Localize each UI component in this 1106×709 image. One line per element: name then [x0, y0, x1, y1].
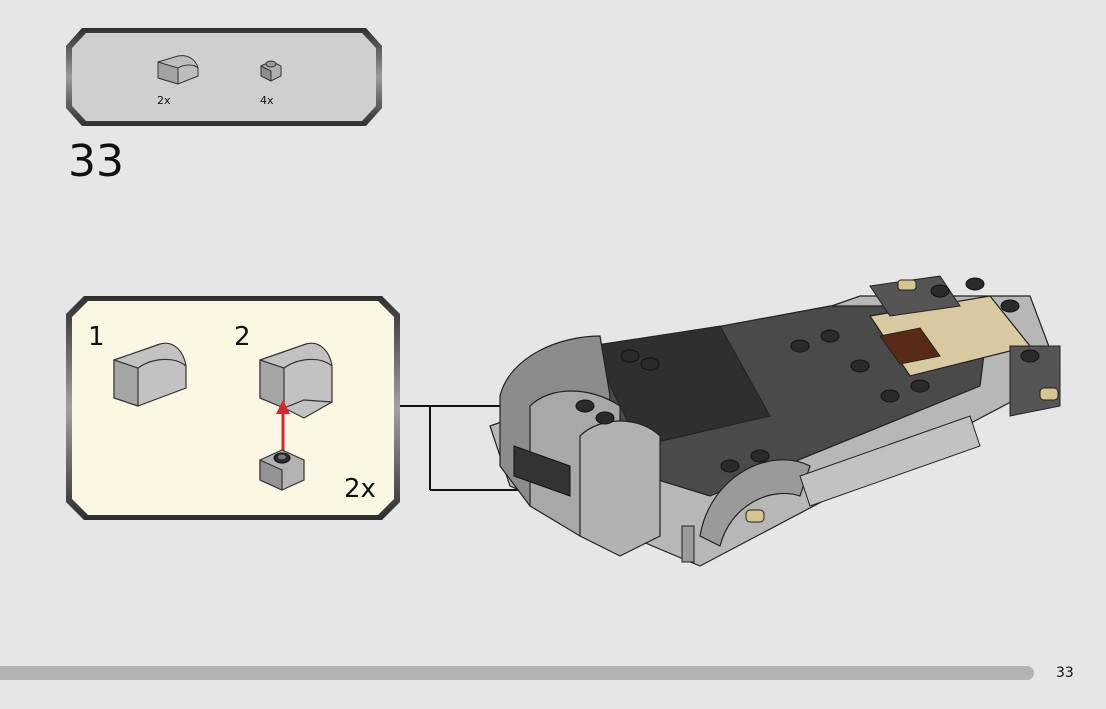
step2-1x1-plate-icon	[259, 449, 305, 491]
part-qty-slope: 2x	[157, 94, 171, 107]
sub-step-1-number: 1	[88, 322, 105, 352]
parts-list-frame	[66, 28, 382, 126]
part-qty-plate: 4x	[260, 94, 274, 107]
step2-slope-brick-icon	[259, 342, 333, 419]
step-number: 33	[68, 136, 124, 187]
car-chassis-model	[489, 275, 1061, 567]
sub-step-2-number: 2	[234, 322, 251, 352]
progress-bar	[0, 666, 1034, 680]
grey-1x1-plate-icon	[260, 60, 282, 82]
grey-curved-slope-brick-icon	[157, 55, 199, 85]
red-up-arrow-icon	[276, 400, 290, 456]
page-number: 33	[1056, 665, 1074, 681]
parts-list-callout: 2x 4x	[64, 26, 384, 128]
step1-slope-brick-icon	[113, 342, 187, 407]
sub-assembly-multiplier: 2x	[344, 474, 376, 504]
sub-assembly-callout: 1 2 2x	[64, 294, 404, 522]
